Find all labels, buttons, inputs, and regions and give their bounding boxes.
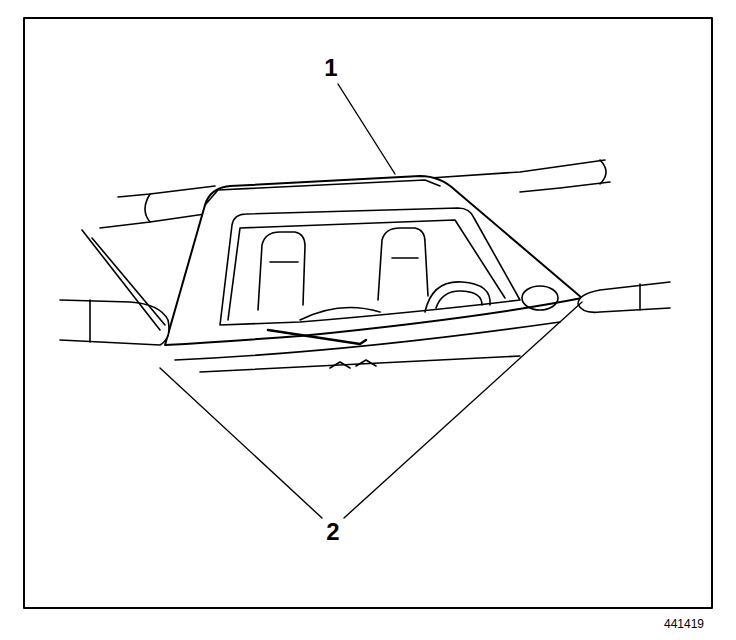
arm-outline — [82, 230, 160, 330]
wiper — [268, 330, 366, 344]
frame-border — [24, 18, 712, 608]
seat — [392, 257, 418, 259]
leader-line — [338, 84, 395, 174]
arm-outline — [430, 160, 605, 178]
mirror — [522, 286, 558, 310]
body-line — [175, 322, 560, 360]
callout-number: 1 — [324, 56, 337, 80]
leader-line — [344, 302, 582, 518]
hand-outline — [89, 300, 91, 342]
leader-line — [160, 368, 322, 518]
body-detail — [330, 360, 376, 368]
seat — [378, 228, 428, 300]
steering-wheel — [425, 282, 490, 312]
arm-outline — [520, 182, 610, 192]
body-line — [200, 356, 520, 372]
hand-outline — [639, 284, 641, 310]
steering-wheel — [436, 291, 482, 308]
figure-number: 441419 — [664, 618, 704, 630]
callout-number: 2 — [326, 520, 339, 544]
arm-outline — [118, 186, 215, 197]
arm-outline — [600, 160, 606, 184]
seat — [258, 232, 305, 310]
window-opening — [220, 208, 520, 325]
arm-outline — [100, 214, 205, 228]
glass-edge — [205, 180, 440, 205]
window-opening — [228, 220, 505, 320]
glass-panel — [165, 176, 582, 345]
seat — [300, 308, 380, 321]
arm-outline — [92, 238, 165, 325]
seat — [270, 261, 298, 263]
hand-outline — [60, 300, 169, 345]
hand-outline — [578, 282, 670, 312]
arm-outline — [145, 194, 150, 222]
